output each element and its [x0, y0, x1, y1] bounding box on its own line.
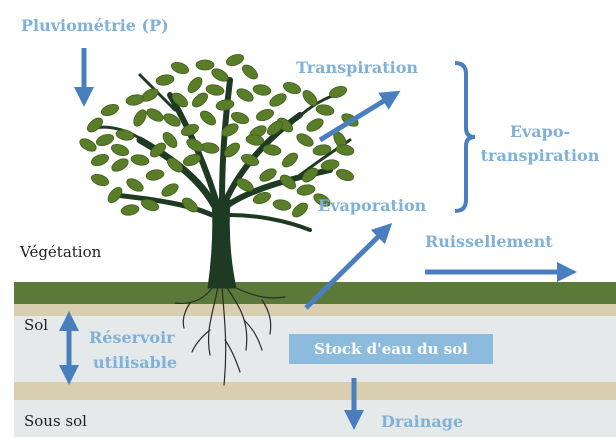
leaf-icon: [125, 94, 145, 106]
leaf-icon: [166, 157, 184, 173]
leaf-icon: [272, 199, 292, 211]
leaf-icon: [145, 169, 165, 181]
leaf-icon: [111, 158, 129, 172]
leaf-icon: [279, 174, 297, 190]
leaf-icon: [306, 118, 324, 132]
grass-strip: [14, 282, 616, 304]
leaf-icon: [149, 142, 167, 158]
leaf-icon: [313, 193, 331, 207]
leaf-icon: [291, 202, 309, 218]
leaf-icon: [302, 89, 318, 107]
leaf-icon: [199, 110, 217, 126]
leaf-icon: [223, 142, 241, 158]
leaf-icon: [296, 184, 316, 196]
leaf-icon: [236, 88, 254, 102]
leaf-icon: [221, 123, 239, 137]
soil-water-stock-box: Stock d'eau du sol: [289, 334, 493, 364]
leaf-icon: [335, 144, 355, 156]
leaf-icon: [107, 186, 123, 204]
leaf-icon: [90, 153, 110, 167]
soil-profile: [14, 282, 616, 437]
leaf-icon: [110, 143, 130, 157]
leaf-icon: [162, 131, 178, 149]
leaf-icon: [161, 183, 179, 197]
leaf-icon: [240, 153, 260, 167]
leaf-icon: [100, 103, 120, 117]
leaf-icon: [281, 152, 299, 168]
flow-arrows: [59, 48, 577, 430]
leaf-icon: [230, 111, 250, 125]
leaf-icon: [120, 204, 140, 216]
leaf-icon: [171, 92, 189, 108]
leaf-icon: [245, 134, 265, 146]
leaf-icon: [115, 129, 135, 141]
leaf-icon: [146, 108, 164, 122]
leaf-icon: [328, 85, 348, 99]
leaf-icon: [312, 144, 332, 156]
leaf-icon: [335, 168, 355, 182]
evaporation-label: Evaporation: [318, 196, 427, 215]
leaf-icon: [130, 154, 150, 166]
leaf-icon: [259, 168, 277, 182]
leaf-icon: [90, 173, 110, 187]
leaf-icon: [252, 84, 272, 96]
evapotranspiration-label-line1: Evapo-: [509, 122, 571, 141]
leaf-icon: [133, 109, 147, 127]
evapotranspiration-label-line2: transpiration: [480, 146, 600, 165]
leaf-icon: [86, 117, 104, 133]
leaf-icon: [269, 93, 287, 107]
leaf-icon: [181, 197, 199, 213]
leaf-icon: [205, 84, 225, 96]
soil-label: Sol: [24, 316, 49, 334]
leaf-icon: [140, 198, 160, 212]
drainage-label: Drainage: [381, 412, 464, 431]
leaf-icon: [320, 159, 340, 171]
leaf-icon: [236, 178, 254, 192]
leaf-icon: [225, 53, 245, 67]
tree-trunk: [93, 73, 352, 289]
leaf-icon: [186, 138, 204, 152]
soil-water-stock-label: Stock d'eau du sol: [314, 340, 468, 358]
vegetation-label: Végétation: [20, 243, 102, 261]
subsoil-label: Sous sol: [24, 412, 87, 430]
precipitation-label: Pluviométrie (P): [21, 16, 169, 35]
leaf-icon: [211, 68, 229, 82]
leaf-icon: [241, 64, 259, 80]
leaf-icon: [266, 120, 284, 136]
reservoir-label-line2: utilisable: [93, 353, 178, 372]
leaf-icon: [170, 61, 190, 75]
leaf-icon: [163, 113, 181, 127]
subsoil-layer: [14, 400, 616, 437]
leaf-icon: [255, 108, 275, 122]
tree-canopy: [79, 53, 359, 218]
leaf-icon: [195, 59, 215, 71]
leaf-icon: [215, 99, 235, 111]
leaf-icon: [252, 191, 272, 205]
leaf-icon: [126, 178, 144, 192]
soil-top-band: [14, 304, 616, 316]
evapotranspiration-bracket: [454, 61, 476, 213]
runoff-label: Ruissellement: [425, 232, 553, 251]
leaf-icon: [296, 133, 314, 147]
leaf-icon: [95, 133, 115, 147]
transpiration-label: Transpiration: [296, 58, 419, 77]
soil-bottom-band: [14, 382, 616, 400]
transpiration-arrow: [318, 90, 401, 143]
leaf-icon: [191, 92, 209, 108]
leaf-icon: [262, 144, 282, 156]
leaf-icon: [180, 123, 200, 137]
reservoir-label-line1: Réservoir: [89, 328, 175, 347]
leaf-icon: [301, 167, 319, 183]
leaf-icon: [182, 153, 202, 167]
leaf-icon: [282, 81, 302, 95]
leaf-icon: [79, 138, 97, 152]
evaporation-arrow: [304, 222, 393, 310]
leaf-icon: [315, 104, 335, 116]
leaf-icon: [155, 74, 175, 86]
leaf-icon: [187, 76, 203, 94]
